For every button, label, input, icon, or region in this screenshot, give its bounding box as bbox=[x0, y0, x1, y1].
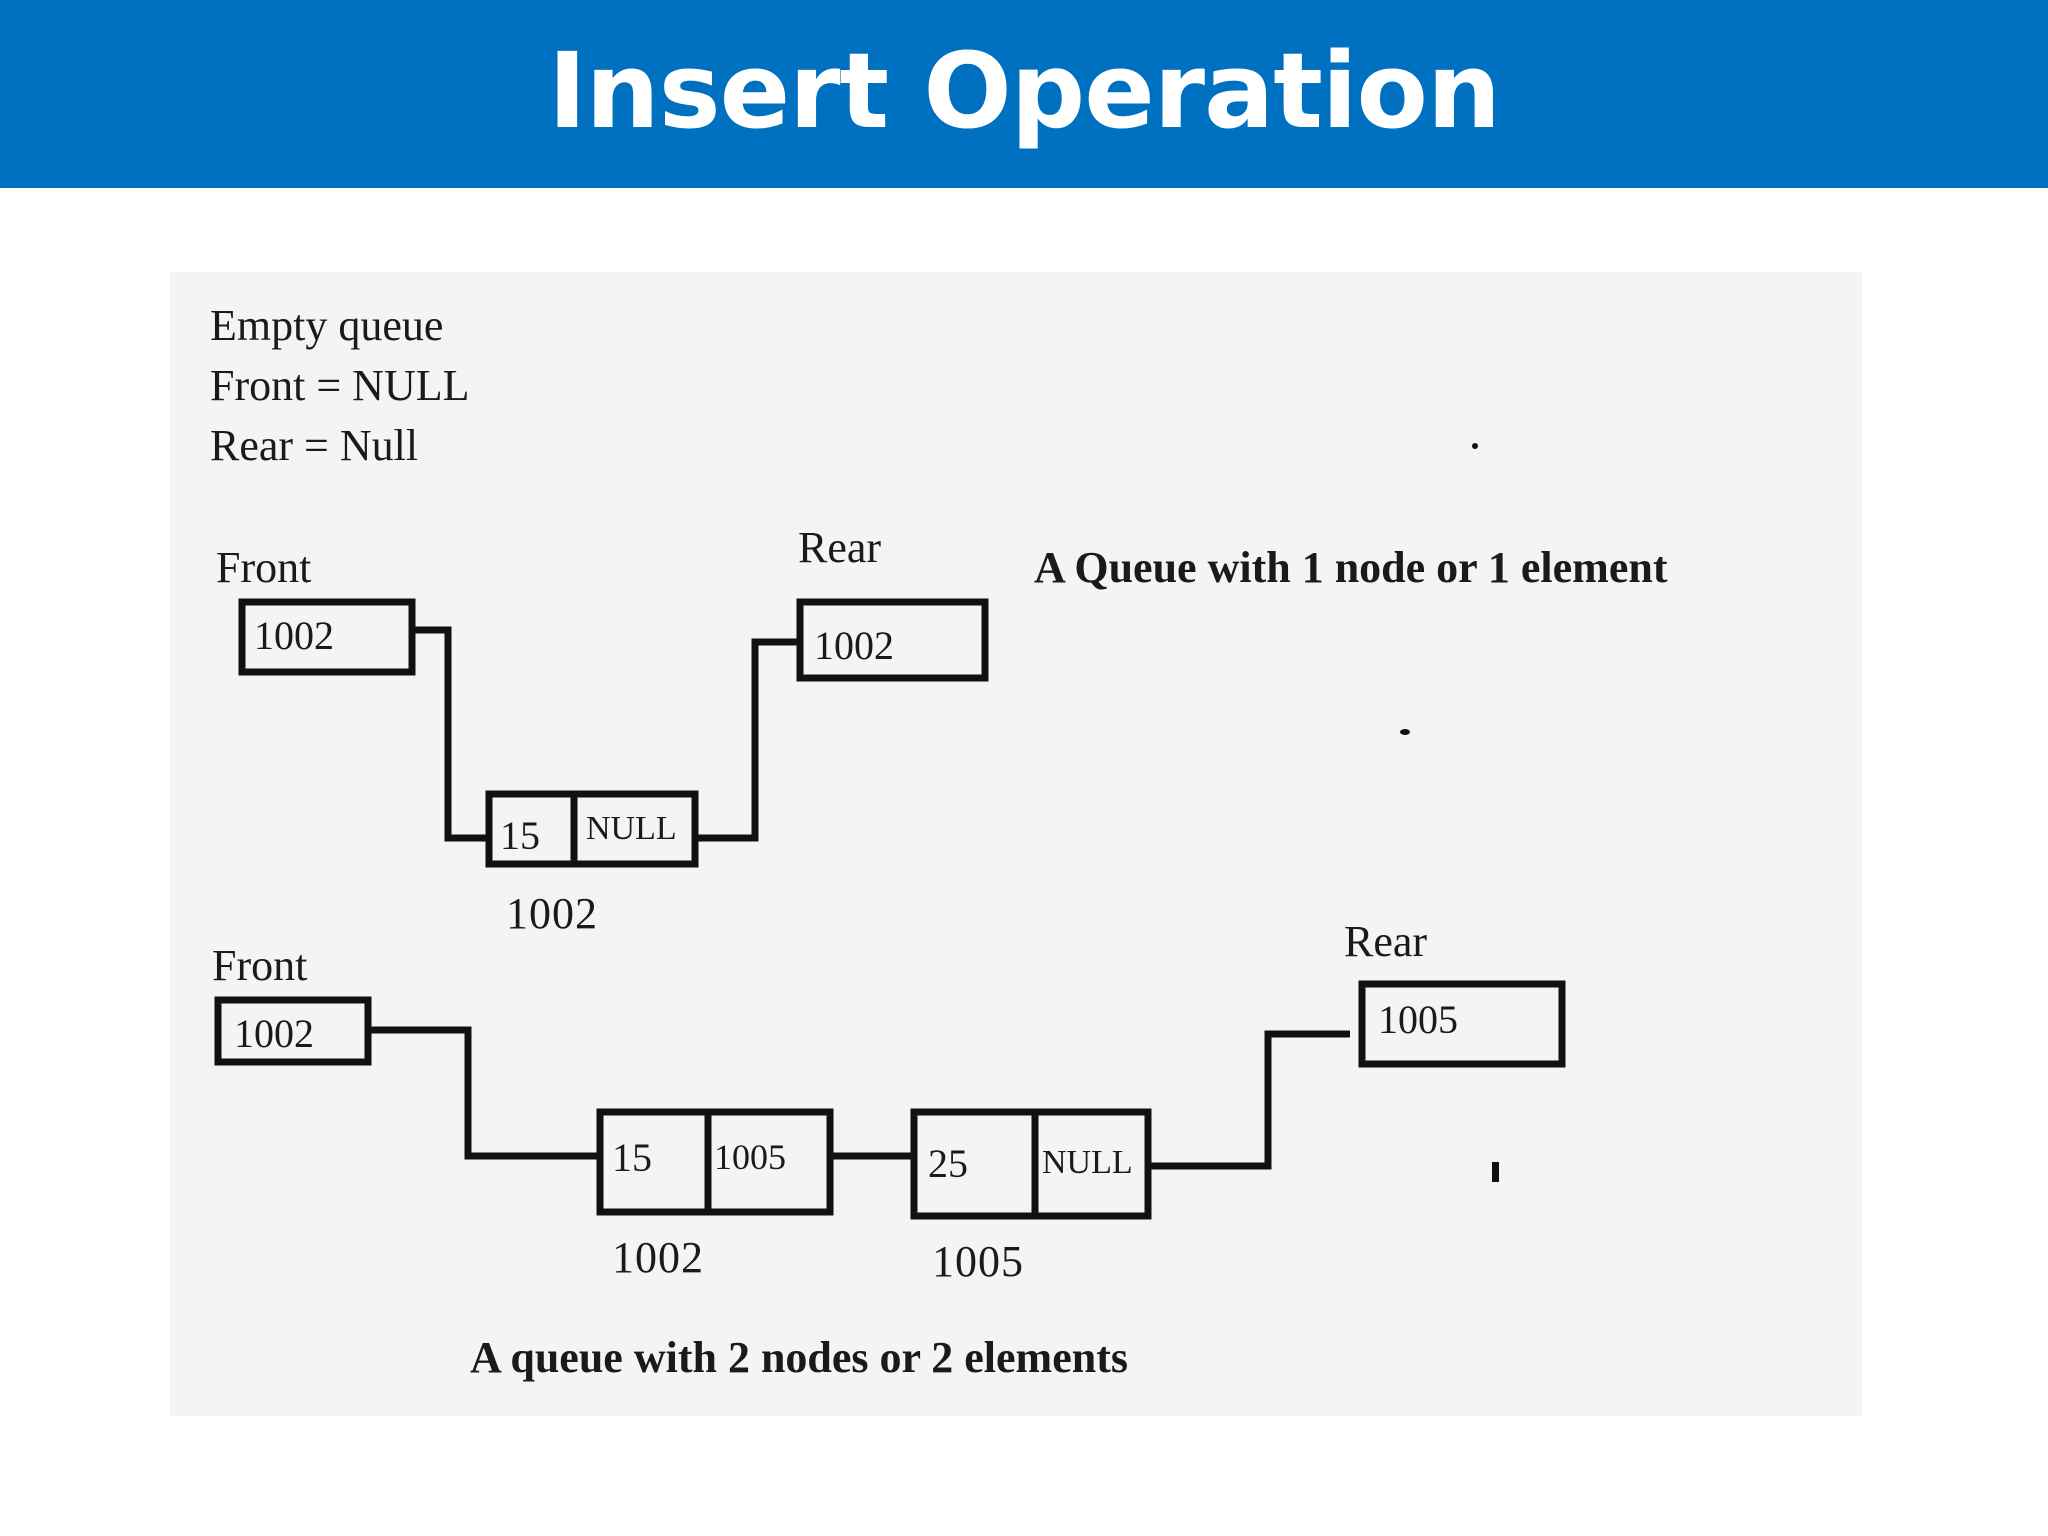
q2-front-pointer bbox=[368, 1026, 600, 1160]
q1-front-label: Front bbox=[216, 543, 312, 592]
q2-caption: A queue with 2 nodes or 2 elements bbox=[470, 1333, 1128, 1382]
q2-rear-box bbox=[1358, 980, 1566, 1068]
diagram-panel: Empty queue Front = NULL Rear = Null Fro… bbox=[170, 272, 1862, 1416]
q1-rear-value: 1002 bbox=[814, 623, 894, 668]
q2-node1-address: 1002 bbox=[612, 1233, 704, 1282]
q1-node-next: NULL bbox=[586, 810, 677, 847]
q1-caption: A Queue with 1 node or 1 element bbox=[1034, 543, 1668, 592]
rear-null-label: Rear = Null bbox=[210, 421, 419, 470]
q1-front-pointer bbox=[412, 626, 489, 842]
q2-node1-data: 15 bbox=[612, 1135, 652, 1180]
q1-front-value: 1002 bbox=[254, 613, 334, 658]
q2-node2-data: 25 bbox=[928, 1141, 968, 1186]
q2-front-label: Front bbox=[212, 941, 308, 990]
empty-queue-label: Empty queue bbox=[210, 301, 444, 350]
q1-node-data: 15 bbox=[500, 813, 540, 858]
q2-node1-box bbox=[596, 1108, 834, 1216]
q1-node-address: 1002 bbox=[506, 889, 598, 938]
q2-node2-address: 1005 bbox=[932, 1237, 1024, 1286]
q2-rear-value: 1005 bbox=[1378, 997, 1458, 1042]
slide-title: Insert Operation bbox=[547, 30, 1501, 152]
title-bar: Insert Operation bbox=[0, 0, 2048, 188]
q2-rear-pointer bbox=[1148, 1030, 1350, 1170]
q2-rear-label: Rear bbox=[1344, 917, 1428, 966]
q2-node1-next: 1005 bbox=[714, 1137, 786, 1177]
stray-marks bbox=[1400, 443, 1499, 1182]
front-null-label: Front = NULL bbox=[210, 361, 470, 410]
q1-rear-pointer bbox=[695, 638, 800, 842]
q2-front-value: 1002 bbox=[234, 1011, 314, 1056]
q2-node2-next: NULL bbox=[1042, 1144, 1133, 1181]
q1-node-box bbox=[485, 790, 699, 868]
q1-rear-label: Rear bbox=[798, 523, 882, 572]
diagram-lines bbox=[214, 443, 1566, 1220]
q1-front-box bbox=[238, 598, 416, 676]
